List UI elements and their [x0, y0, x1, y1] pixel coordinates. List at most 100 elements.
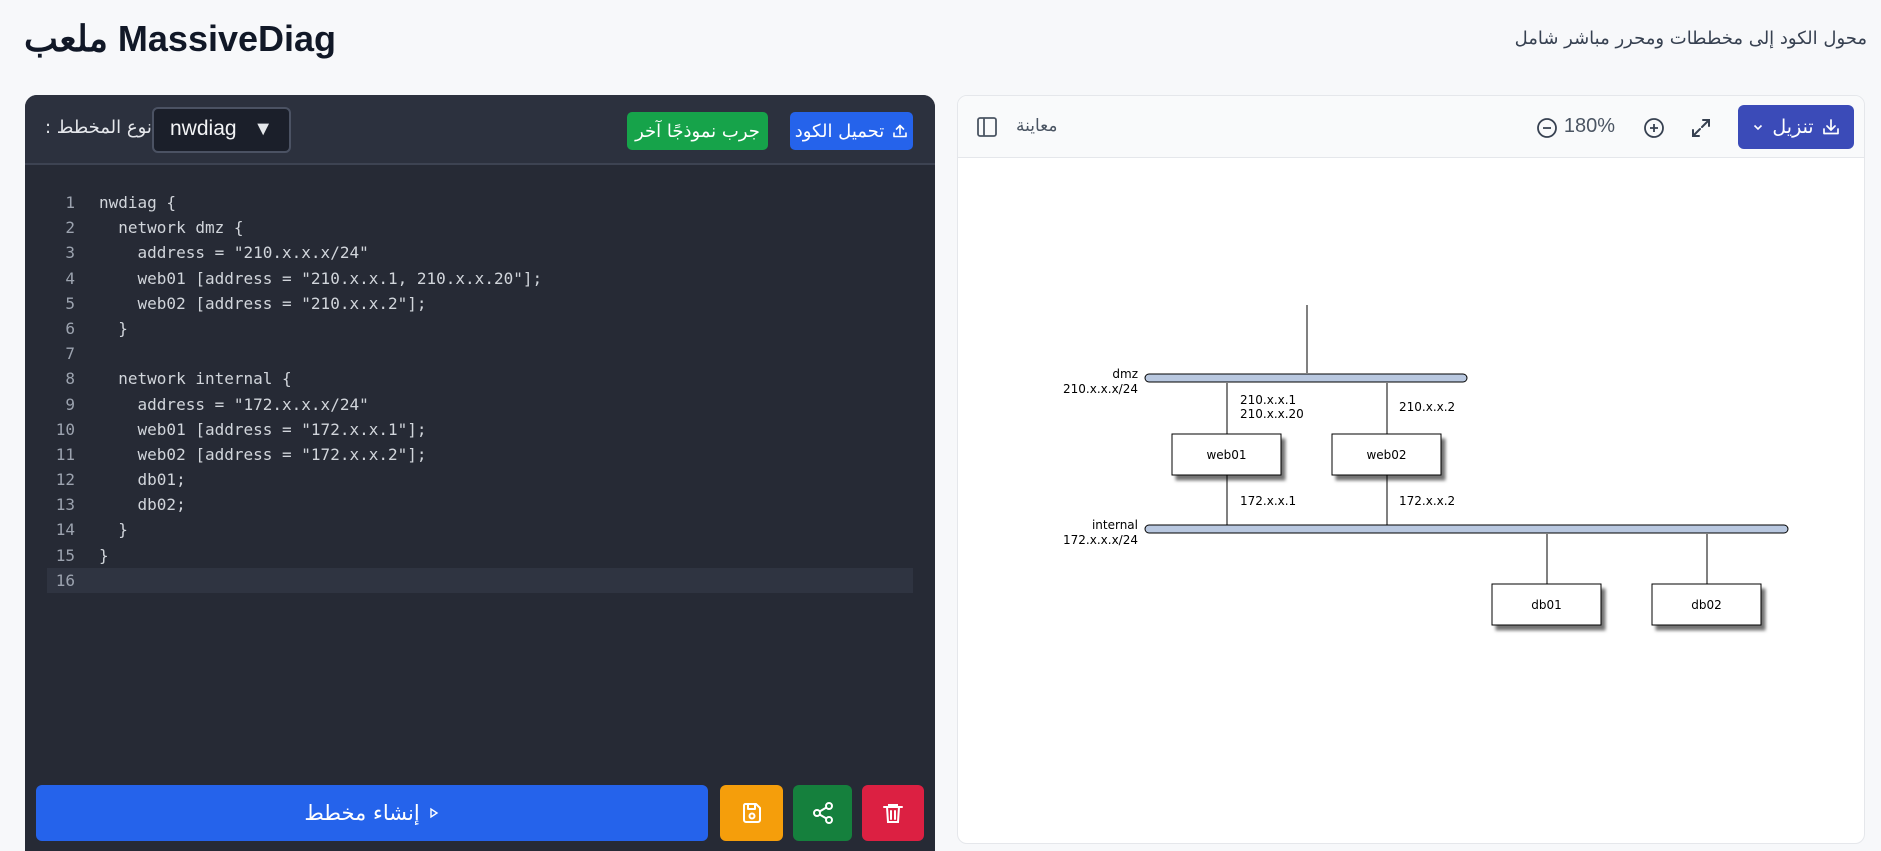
line-number: 8 — [65, 369, 75, 389]
code-line[interactable]: 15} — [25, 543, 935, 568]
network-name-internal: internal — [1092, 518, 1138, 532]
web02-dmz-address: 210.x.x.2 — [1399, 400, 1455, 414]
page-header: ملعب MassiveDiag محول الكود إلى مخططات و… — [0, 0, 1881, 80]
app-title: ملعب MassiveDiag — [24, 18, 337, 59]
network-bar-internal — [1144, 524, 1789, 534]
save-icon — [742, 803, 761, 823]
node-label-web02: web02 — [1366, 448, 1406, 462]
share-button[interactable] — [793, 785, 852, 841]
try-example-button[interactable]: جرب نموذجًا آخر — [627, 112, 768, 150]
zoom-out-icon[interactable] — [1536, 117, 1558, 139]
node-db02: db02 — [1651, 583, 1762, 626]
line-number: 15 — [55, 545, 75, 565]
app-subtitle: محول الكود إلى مخططات ومحرر مباشر شامل — [1514, 28, 1867, 49]
network-name-dmz: dmz — [1112, 367, 1138, 381]
line-number: 12 — [55, 470, 75, 490]
line-number: 10 — [55, 419, 75, 439]
code-text: } — [99, 520, 128, 540]
network-address-dmz: 210.x.x.x/24 — [1063, 382, 1138, 396]
code-editor-panel: نوع المخطط : nwdiag ▼ جرب نموذجًا آخر تح… — [25, 95, 935, 851]
play-icon — [429, 807, 438, 819]
code-text: db02; — [99, 495, 186, 515]
zoom-in-icon[interactable] — [1643, 117, 1665, 139]
code-line[interactable]: 9 address = "172.x.x.x/24" — [25, 392, 935, 417]
line-number: 3 — [65, 243, 75, 263]
upload-label: تحميل الكود — [794, 120, 885, 142]
web02-internal-address: 172.x.x.2 — [1399, 494, 1455, 508]
network-address-internal: 172.x.x.x/24 — [1063, 533, 1138, 547]
node-label-db02: db02 — [1691, 598, 1722, 612]
code-text: web02 [address = "172.x.x.2"]; — [99, 444, 427, 464]
code-line[interactable]: 13 db02; — [25, 492, 935, 517]
code-line[interactable]: 1 nwdiag { — [25, 190, 935, 215]
line-number: 16 — [55, 570, 75, 590]
line-number: 13 — [55, 495, 75, 515]
line-number: 6 — [65, 318, 75, 338]
trash-icon — [883, 804, 903, 823]
node-label-db01: db01 — [1531, 598, 1562, 612]
code-text: address = "172.x.x.x/24" — [99, 394, 369, 414]
preview-panel: معاينة 180% تنزيل dmz 210.x.x.x/24 210.x… — [957, 95, 1865, 844]
code-line[interactable]: 7 — [25, 341, 935, 366]
code-text: } — [99, 545, 109, 565]
line-number: 7 — [65, 344, 75, 364]
line-number: 11 — [55, 444, 75, 464]
code-text: web02 [address = "210.x.x.2"]; — [99, 293, 427, 313]
node-web02: web02 — [1331, 433, 1442, 476]
code-line[interactable]: 12 db01; — [25, 467, 935, 492]
diagram-type-value: nwdiag — [170, 117, 237, 140]
delete-button[interactable] — [862, 785, 924, 841]
diagram-type-label: نوع المخطط : — [45, 117, 152, 138]
code-text: network dmz { — [99, 218, 244, 238]
line-number: 4 — [65, 268, 75, 288]
generate-diagram-button[interactable]: إنشاء مخطط — [36, 785, 708, 841]
code-line[interactable]: 3 address = "210.x.x.x/24" — [25, 240, 935, 265]
node-db01: db01 — [1491, 583, 1602, 626]
line-number: 9 — [65, 394, 75, 414]
code-text: db01; — [99, 470, 186, 490]
node-label-web01: web01 — [1206, 448, 1246, 462]
web01-dmz-address-1: 210.x.x.1 — [1240, 393, 1296, 407]
generate-label: إنشاء مخطط — [304, 801, 420, 825]
save-button[interactable] — [720, 785, 783, 841]
preview-header: معاينة 180% تنزيل — [958, 96, 1864, 158]
web01-dmz-address-2: 210.x.x.20 — [1240, 407, 1304, 421]
download-label: تنزيل — [1772, 116, 1814, 138]
code-line[interactable]: 4 web01 [address = "210.x.x.1, 210.x.x.2… — [25, 266, 935, 291]
line-number: 5 — [65, 293, 75, 313]
triangle-down-icon: ▼ — [253, 118, 273, 140]
code-line[interactable]: 11 web02 [address = "172.x.x.2"]; — [25, 442, 935, 467]
code-line[interactable]: 2 network dmz { — [25, 215, 935, 240]
share-icon — [812, 802, 833, 824]
chevron-down-icon — [1754, 124, 1763, 131]
code-text: web01 [address = "210.x.x.1, 210.x.x.20"… — [99, 268, 543, 288]
download-button[interactable]: تنزيل — [1738, 105, 1854, 149]
code-line[interactable]: 16 — [47, 567, 913, 593]
web01-internal-address: 172.x.x.1 — [1240, 494, 1296, 508]
code-line[interactable]: 14 } — [25, 517, 935, 542]
code-text: } — [99, 318, 128, 338]
line-number: 1 — [65, 193, 75, 212]
code-line[interactable]: 6 } — [25, 316, 935, 341]
code-text: address = "210.x.x.x/24" — [99, 243, 369, 263]
network-diagram: dmz 210.x.x.x/24 210.x.x.1 210.x.x.20 21… — [1063, 305, 1789, 626]
code-text: nwdiag { — [99, 193, 177, 212]
zoom-level: 180% — [1563, 115, 1616, 137]
editor-toolbar: نوع المخطط : nwdiag ▼ جرب نموذجًا آخر تح… — [25, 95, 935, 165]
code-line[interactable]: 10 web01 [address = "172.x.x.1"]; — [25, 417, 935, 442]
line-number: 2 — [65, 218, 75, 238]
expand-icon[interactable] — [1689, 116, 1713, 140]
upload-icon — [893, 124, 908, 138]
upload-code-button[interactable]: تحميل الكود — [790, 112, 913, 150]
code-line[interactable]: 8 network internal { — [25, 366, 935, 391]
preview-label: معاينة — [1016, 116, 1058, 136]
sidebar-toggle-icon[interactable] — [976, 116, 998, 138]
code-text: network internal { — [99, 369, 292, 389]
node-web01: web01 — [1171, 433, 1282, 476]
try-example-label: جرب نموذجًا آخر — [635, 120, 760, 142]
code-line[interactable]: 5 web02 [address = "210.x.x.2"]; — [25, 291, 935, 316]
diagram-type-select[interactable]: nwdiag ▼ — [152, 107, 291, 153]
code-text: web01 [address = "172.x.x.1"]; — [99, 419, 427, 439]
download-icon — [1822, 119, 1839, 135]
